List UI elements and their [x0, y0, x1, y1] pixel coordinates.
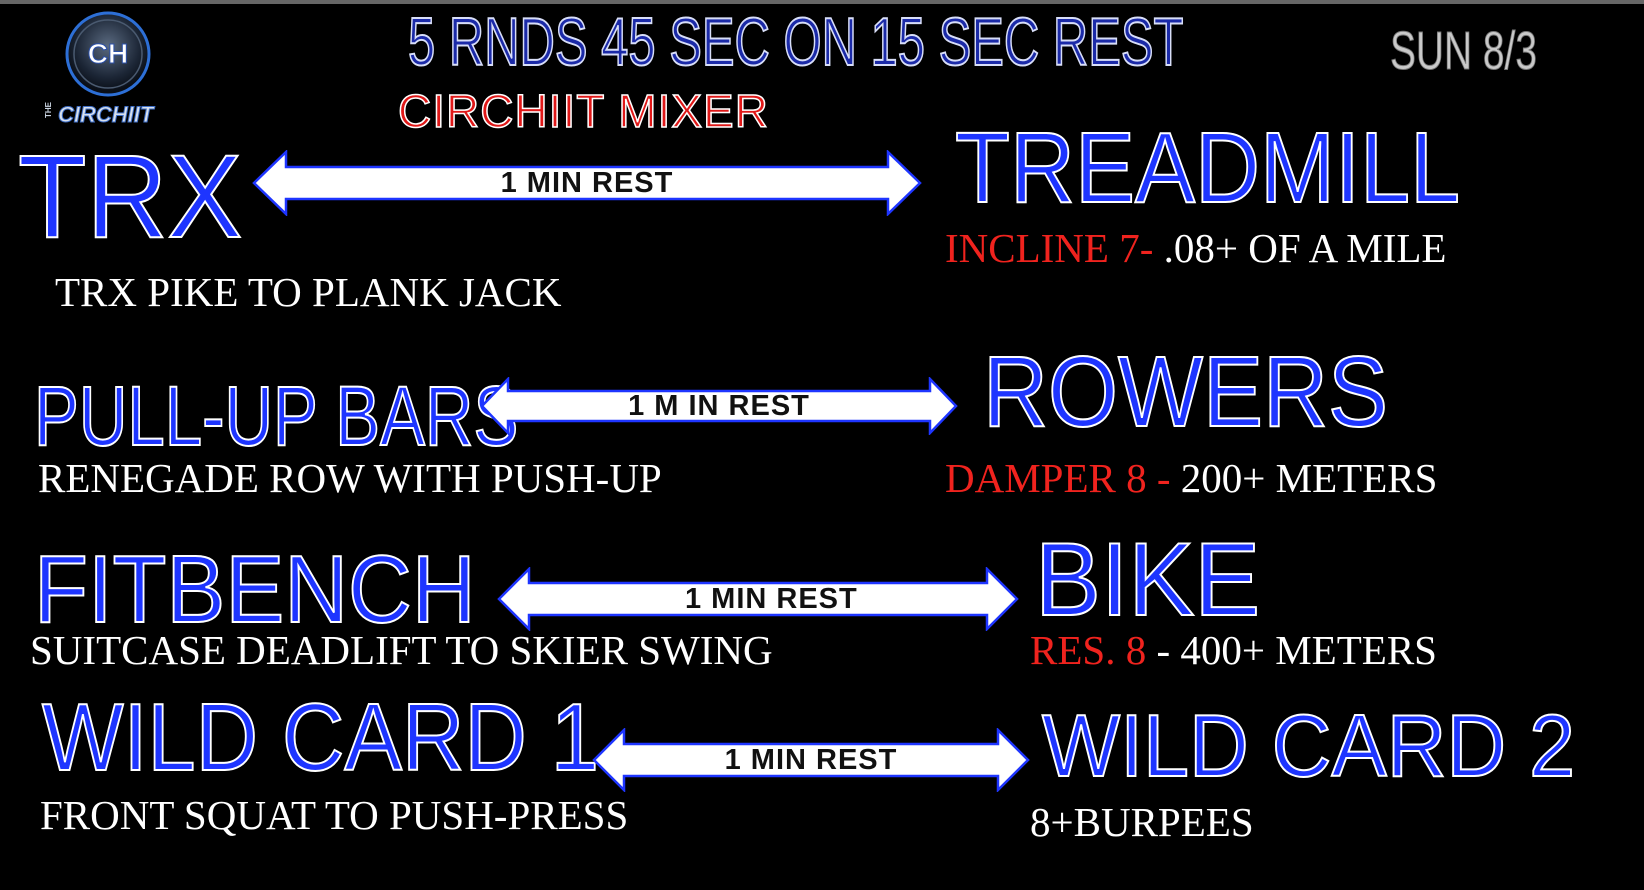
station-bike: BIKE	[1034, 522, 1261, 638]
target-value: - 400+ METERS	[1146, 627, 1437, 673]
bike-settings: RES. 8 - 400+ METERS	[1030, 630, 1437, 671]
exercise-trx: TRX PIKE TO PLANK JACK	[55, 269, 562, 315]
treadmill-settings: INCLINE 7- .08+ OF A MILE	[945, 228, 1446, 269]
rest-label: 1 M IN REST	[628, 389, 810, 422]
wild-card-2-settings: 8+BURPEES	[1030, 802, 1254, 843]
target-value: .08+ OF A MILE	[1153, 225, 1447, 271]
rest-label: 1 MIN REST	[724, 743, 898, 776]
rest-arrow-2: 1 M IN REST	[480, 377, 958, 435]
exercise-fitbench: SUITCASE DEADLIFT TO SKIER SWING	[30, 627, 773, 673]
exercise-wild-card-1: FRONT SQUAT TO PUSH-PRESS	[40, 792, 629, 838]
target-value: 200+ METERS	[1170, 455, 1438, 501]
page-title: 5 RNDS 45 SEC ON 15 SEC REST	[407, 4, 1184, 80]
setting-value: DAMPER 8 -	[945, 455, 1171, 501]
logo-initials: CH	[87, 38, 129, 70]
station-wild-card-1: WILD CARD 1	[41, 684, 600, 791]
setting-value: RES. 8	[1030, 627, 1147, 673]
logo-brand: CIRCHIIT	[57, 102, 154, 128]
top-edge-bar	[0, 0, 1644, 4]
station-trx: TRX	[17, 131, 243, 263]
double-arrow-icon	[252, 150, 922, 216]
rest-label: 1 MIN REST	[500, 166, 674, 199]
rest-arrow-1: 1 MIN REST	[252, 150, 922, 216]
double-arrow-icon	[497, 567, 1019, 631]
setting-value: INCLINE 7-	[945, 225, 1154, 271]
station-fitbench: FITBENCH	[33, 536, 476, 643]
station-pull-up-bars: PULL-UP BARS	[33, 369, 519, 463]
rest-label: 1 MIN REST	[685, 582, 858, 615]
rest-arrow-4: 1 MIN REST	[592, 728, 1030, 792]
logo-brand-small: THE	[44, 102, 53, 118]
station-wild-card-2: WILD CARD 2	[1041, 696, 1576, 795]
rowers-settings: DAMPER 8 - 200+ METERS	[945, 458, 1437, 499]
logo: CH THE CIRCHIIT	[44, 8, 180, 133]
exercise-pull-up-bars: RENEGADE ROW WITH PUSH-UP	[38, 455, 662, 501]
double-arrow-icon	[480, 377, 958, 435]
double-arrow-icon	[592, 728, 1030, 792]
target-value: 8+BURPEES	[1030, 799, 1254, 845]
station-rowers: ROWERS	[982, 336, 1389, 448]
logo-emblem-icon	[65, 11, 151, 97]
rest-arrow-3: 1 MIN REST	[497, 567, 1019, 631]
page-subtitle: CIRCHIIT MIXER	[397, 85, 769, 137]
station-treadmill: TREADMILL	[954, 112, 1461, 224]
date-label: SUN 8/3	[1390, 21, 1538, 81]
